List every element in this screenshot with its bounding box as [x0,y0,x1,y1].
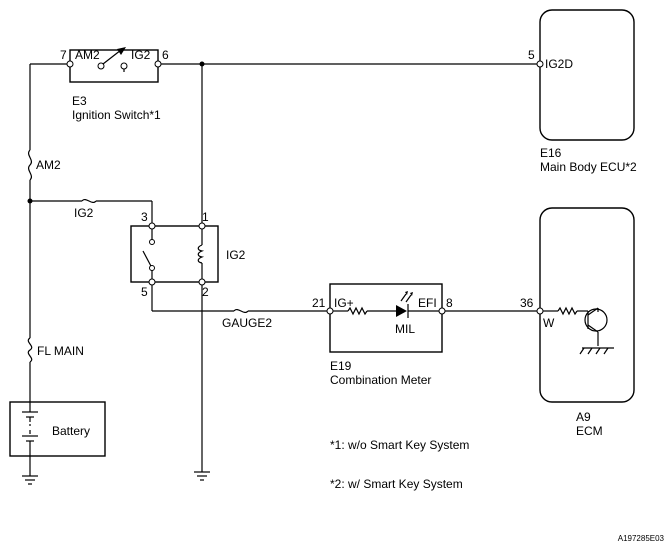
note-smart-key-1: *1: w/o Smart Key System [330,438,469,452]
ig2-relay-pin-1: 1 [202,210,209,224]
ecm-ref: A9 [576,410,591,424]
main-body-ecu-name: Main Body ECU*2 [540,160,637,174]
ignition-switch-ref: E3 [72,94,87,108]
battery-label: Battery [52,424,90,438]
ig2-relay-pin-3: 3 [141,210,148,224]
transistor-icon [584,307,608,346]
ecm: 36 W A9 ECM [520,207,635,438]
fuse-am2-label: AM2 [36,158,61,172]
combination-meter-name: Combination Meter [330,373,431,387]
fusible-link-fl-main: FL MAIN [27,337,84,363]
main-body-ecu-ref: E16 [540,146,562,160]
ig2-relay-pin-5: 5 [141,285,148,299]
ignition-switch: AM2 IG2 7 6 E3 Ignition Switch*1 [60,47,169,122]
ig2-relay-pin-2: 2 [202,285,209,299]
ignition-switch-name: Ignition Switch*1 [72,108,161,122]
ig2-relay: 3 1 5 2 IG2 [130,210,246,299]
combination-meter: 21 8 IG+ EFI MIL E19 Combination Meter [312,283,453,387]
combination-meter-terminal-out: EFI [418,296,437,310]
main-body-ecu: 5 IG2D E16 Main Body ECU*2 [528,9,637,174]
ignition-switch-terminal-ig2: IG2 [131,48,151,62]
combination-meter-ref: E19 [330,359,352,373]
note-smart-key-2: *2: w/ Smart Key System [330,477,463,491]
ground-symbol [194,471,210,481]
main-body-ecu-pin: 5 [528,48,535,62]
ignition-switch-pin-7: 7 [60,48,67,62]
ecm-ground-symbol [579,347,614,355]
combination-meter-pin-out: 8 [446,296,453,310]
main-body-ecu-terminal: IG2D [545,57,573,71]
ignition-switch-terminal-am2: AM2 [75,48,100,62]
ecm-terminal: W [543,316,555,330]
ecm-name: ECM [576,424,603,438]
battery: Battery [9,401,106,457]
fusible-link-label: FL MAIN [37,344,84,358]
fuse-gauge2: GAUGE2 [222,308,272,330]
fuse-ig2: IG2 [74,198,97,220]
combination-meter-lamp: MIL [395,322,415,336]
battery-ground-symbol [22,475,38,485]
fuse-ig2-label: IG2 [74,206,94,220]
combination-meter-terminal-in: IG+ [334,296,354,310]
ignition-switch-pin-6: 6 [162,48,169,62]
figure-code: A197285E03 [618,534,665,543]
combination-meter-pin-in: 21 [312,296,326,310]
fuse-am2: AM2 [27,149,61,181]
ig2-relay-name: IG2 [226,248,246,262]
ecm-pin: 36 [520,296,534,310]
fuse-gauge2-label: GAUGE2 [222,316,272,330]
